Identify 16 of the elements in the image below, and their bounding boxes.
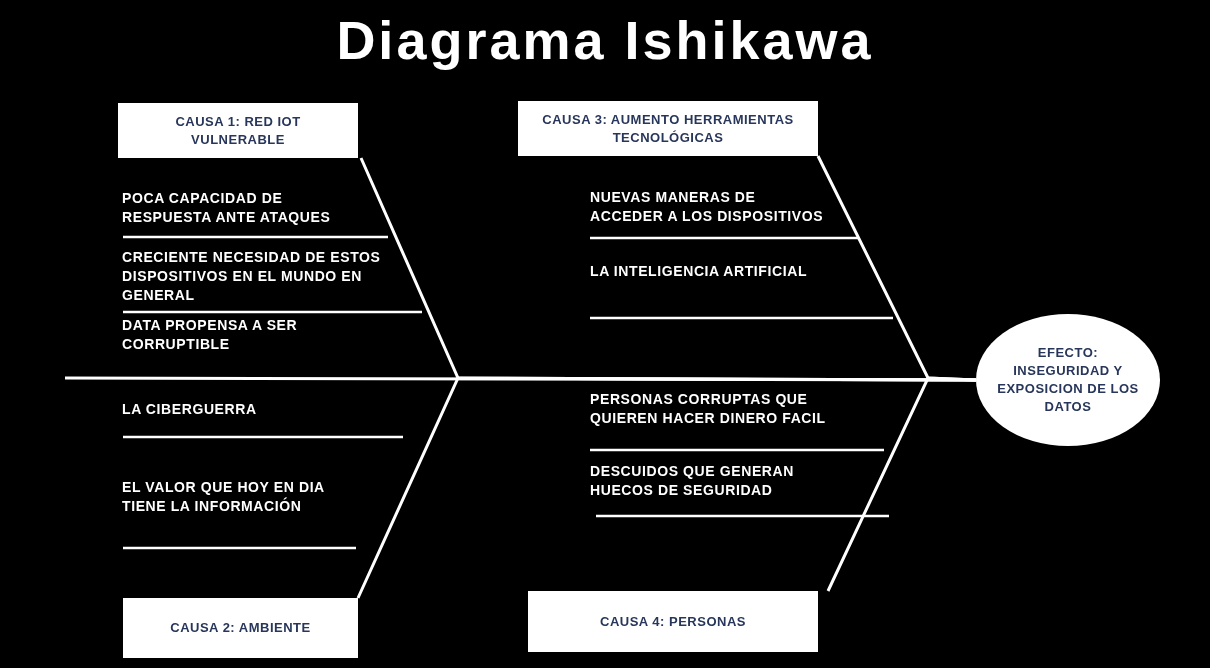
cause-box: CAUSA 2: AMBIENTE xyxy=(123,598,358,658)
sub-cause-text: LA INTELIGENCIA ARTIFICIAL xyxy=(590,262,809,281)
sub-cause-text: PERSONAS CORRUPTAS QUE QUIEREN HACER DINERO FACIL xyxy=(590,390,827,428)
cause-box: CAUSA 3: AUMENTO HERRAMIENTAS TECNOLÓGICAS xyxy=(518,101,818,156)
sub-cause-text: DESCUIDOS QUE GENERAN HUECOS DE SEGURIDAD xyxy=(590,462,795,500)
sub-cause-text: EL VALOR QUE HOY EN DIA TIENE LA INFORMACIÓN xyxy=(122,478,326,516)
sub-cause-text: NUEVAS MANERAS DE ACCEDER A LOS DISPOSITIVOS xyxy=(590,188,825,226)
bone-line xyxy=(826,376,977,592)
sub-cause-text: DATA PROPENSA A SER CORRUPTIBLE xyxy=(122,316,299,354)
effect-ellipse: EFECTO: INSEGURIDAD Y EXPOSICION DE LOS DATOS xyxy=(976,314,1160,446)
sub-cause-text: LA CIBERGUERRA xyxy=(122,400,258,419)
cause-box: CAUSA 1: RED IOT VULNERABLE xyxy=(118,103,358,158)
sub-cause-text: POCA CAPACIDAD DE RESPUESTA ANTE ATAQUES xyxy=(122,189,332,227)
cause-box: CAUSA 4: PERSONAS xyxy=(528,591,818,652)
diagram-title: Diagrama Ishikawa xyxy=(335,9,875,72)
sub-cause-text: CRECIENTE NECESIDAD DE ESTOS DISPOSITIVOS EN EL MUNDO EN GENERAL xyxy=(122,248,382,305)
